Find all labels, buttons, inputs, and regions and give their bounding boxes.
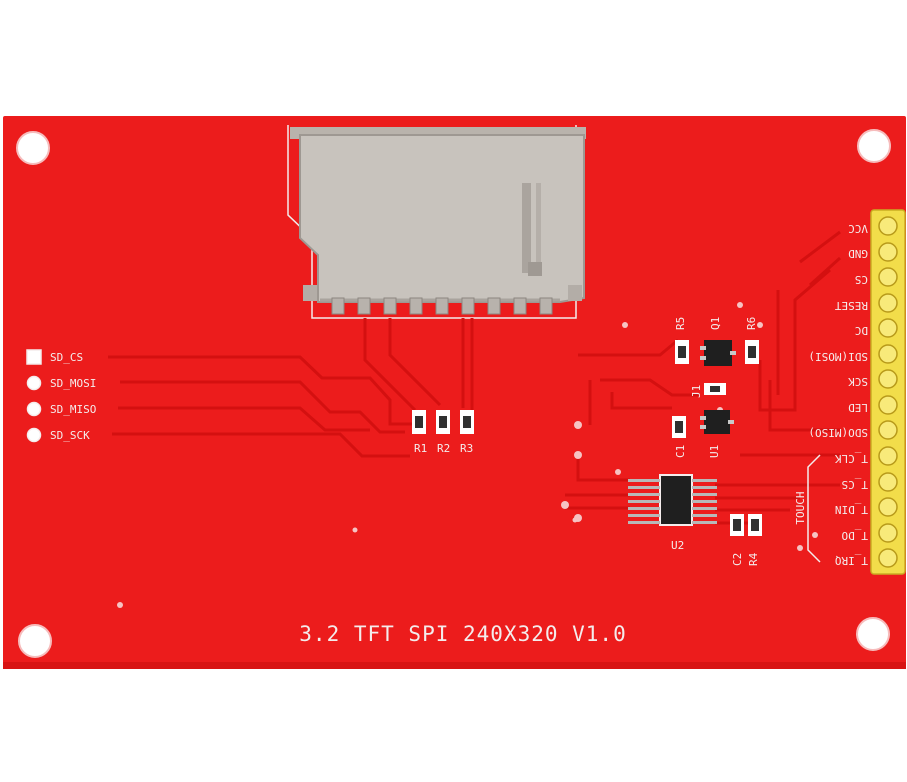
j1-label: J1 [690, 385, 703, 398]
sd-cs-label: SD_CS [50, 351, 83, 364]
pin-label-vcc: VCC [848, 222, 868, 235]
pin-label-sdo-miso: SDO(MISO) [808, 426, 868, 439]
pin-label-sck: SCK [848, 375, 868, 388]
r1-label: R1 [414, 442, 427, 455]
sd-pin-group: SD_CS SD_MOSI SD_MISO SD_SCK [26, 349, 96, 443]
pin-label-sdi-mosi: SDI(MOSI) [808, 350, 868, 363]
pin-label-reset: RESET [835, 299, 868, 312]
header-labels: VCC GND CS RESET DC SDI(MOSI) SCK LED SD… [794, 222, 868, 567]
sd-cs-pad [26, 349, 42, 365]
r5-label: R5 [674, 317, 687, 330]
pin-label-cs: CS [855, 273, 868, 286]
pin-label-led: LED [848, 401, 868, 414]
r4-label: R4 [747, 552, 760, 566]
pin-label-t-do: T_DO [842, 529, 869, 542]
sd-miso-label: SD_MISO [50, 403, 96, 416]
pin-label-t-clk: T_CLK [835, 452, 868, 465]
r6-label: R6 [745, 317, 758, 330]
sd-mosi-label: SD_MOSI [50, 377, 96, 390]
regulator-section: J1 C1 U1 [672, 383, 734, 458]
pin-label-gnd: GND [848, 247, 868, 260]
transistor-section: R5 Q1 R6 [674, 317, 759, 366]
c1-label: C1 [674, 445, 687, 458]
r2-label: R2 [437, 442, 450, 455]
r3-label: R3 [460, 442, 473, 455]
pin-label-dc: DC [855, 324, 868, 337]
touch-controller-ic: U2 [628, 474, 717, 552]
vias [117, 302, 818, 608]
u2-label: U2 [671, 539, 684, 552]
pcb-edge [3, 662, 906, 669]
pin-label-t-cs: T_CS [842, 478, 869, 491]
pin-label-t-din: T_DIN [835, 503, 868, 516]
touch-passives: C2 R4 [730, 514, 762, 566]
touch-bracket [807, 454, 821, 563]
u1-label: U1 [708, 445, 721, 458]
c2-label: C2 [731, 553, 744, 566]
mounting-holes [16, 129, 891, 658]
sd-mosi-pad [26, 375, 42, 391]
touch-group-label: TOUCH [794, 491, 807, 524]
pin-label-t-irq: T_IRQ [835, 554, 868, 567]
sd-card-slot [287, 125, 586, 319]
q1-label: Q1 [709, 317, 722, 330]
sd-miso-pad [26, 401, 42, 417]
board-title: 3.2 TFT SPI 240X320 V1.0 [299, 622, 626, 646]
resistors-left: R1 R2 R3 [412, 410, 474, 455]
pcb-board [3, 116, 906, 669]
pin-header [870, 209, 906, 575]
sd-sck-pad [26, 427, 42, 443]
sd-sck-label: SD_SCK [50, 429, 90, 442]
